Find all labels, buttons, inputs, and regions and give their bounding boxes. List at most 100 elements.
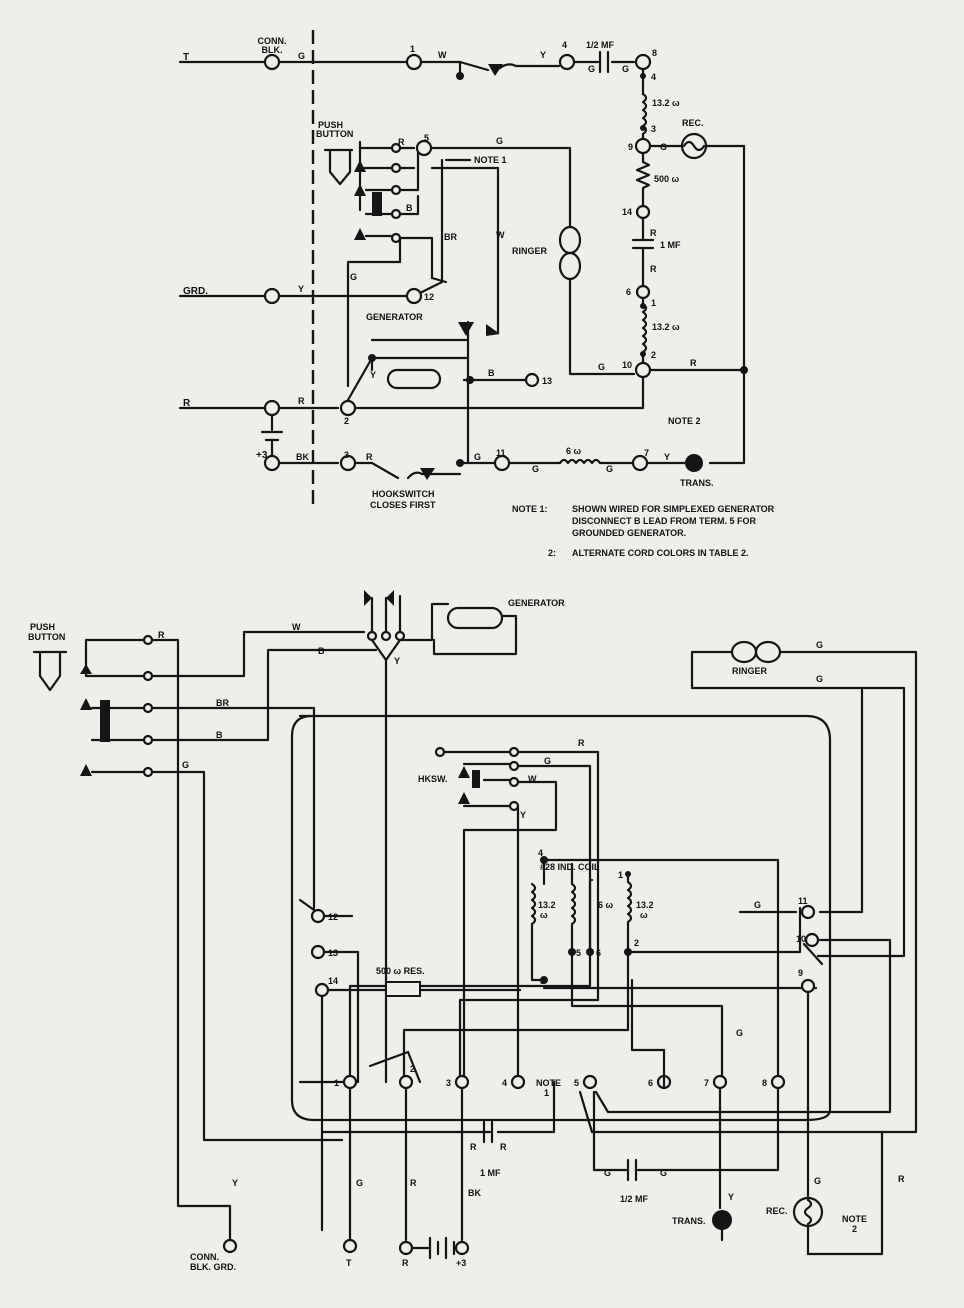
b-coil-pt-3: 3 [540, 976, 545, 986]
terminal-13 [524, 372, 540, 388]
b-terminal-11-label: 11 [798, 896, 808, 906]
wire-color-g-1: G [298, 51, 305, 61]
push-button-triangle-2 [354, 184, 366, 196]
coil-point-3-dot [540, 976, 548, 984]
b-coil-6-label: 6 ω [598, 900, 614, 910]
b-color-r-pb: R [158, 630, 165, 640]
terminal-11-label: 11 [496, 448, 506, 458]
coil-pt-4-label: 4 [651, 72, 656, 82]
note1-line-3: GROUNDED GENERATOR. [572, 528, 686, 538]
wire-color-r-10: R [690, 358, 697, 368]
res-500-label: 500 ω [654, 174, 680, 184]
b-terminal-7-label: 7 [704, 1078, 709, 1088]
wire-pb-b-to-gen [150, 648, 378, 742]
b-note1-label-1: NOTE [536, 1078, 561, 1088]
b-coil-pt-6: 6 [596, 948, 601, 958]
note1-line-1: SHOWN WIRED FOR SIMPLEXED GENERATOR [572, 504, 775, 514]
note1-tag: NOTE 1 [474, 155, 507, 165]
hksw-contact-g [508, 760, 520, 772]
b-color-g-cap-b: G [660, 1168, 667, 1178]
b-color-r-cap-b: R [500, 1142, 507, 1152]
b-terminal-10-label: 10 [796, 934, 806, 944]
bottom-terminal-2 [398, 1074, 414, 1090]
b-terminal-12-label: 12 [328, 912, 338, 922]
bottom-pb-label-1: PUSH [30, 622, 55, 632]
gen-y-wire [370, 638, 402, 1084]
b-terminal-4-label: 4 [502, 1078, 507, 1088]
wire-color-br: BR [444, 232, 457, 242]
resistor-and-cap-wiring [320, 984, 556, 1232]
terminal-3 [339, 454, 357, 472]
wire-color-g-3: G [622, 64, 629, 74]
coil-point-1-dot [625, 871, 631, 877]
hksw-contact-r [508, 746, 520, 758]
bottom-pb-contact-g [142, 766, 154, 778]
bottom-pb-spring-lines [90, 706, 146, 774]
terminal-3-label: 3 [344, 450, 349, 460]
bottom-terminal-9 [800, 978, 816, 994]
b-color-g-rec: G [814, 1176, 821, 1186]
terminal-12-label: 12 [424, 292, 434, 302]
b-terminal-6-label: 6 [648, 1078, 653, 1088]
hksw-triangle-a [458, 766, 470, 778]
wire-color-b: B [406, 203, 413, 213]
b-terminal-14-label: 14 [328, 976, 338, 986]
b-coil-pt-2: 2 [634, 938, 639, 948]
left-terminal-wiring [298, 898, 360, 1084]
w-wire [430, 166, 500, 334]
ind-coil-left [530, 858, 780, 1084]
br-wire [412, 158, 444, 298]
wire-color-y-grd: Y [298, 284, 304, 294]
coil-6ohm [558, 458, 602, 465]
bottom-terminal-14 [314, 982, 330, 998]
conn-blk-grd-terminal [263, 287, 281, 305]
b-coil-13b-1: 13.2 [636, 900, 654, 910]
receiver-return [803, 1130, 884, 1256]
line-r-wire [178, 376, 645, 410]
gen-contact-3 [394, 630, 406, 642]
hksw-label: HKSW. [418, 774, 448, 784]
wire-color-y-7: Y [664, 452, 670, 462]
bottom-transmitter-symbol [712, 1210, 732, 1230]
spring-contact-r [390, 142, 402, 154]
bottom-pb-label-2: BUTTON [28, 632, 65, 642]
spring-contact-lines [364, 188, 394, 238]
b-terminal-13-label: 13 [328, 948, 338, 958]
terminal-10 [634, 361, 652, 379]
terminal-8 [634, 53, 652, 71]
conn-blk-grd-terminal-bottom [222, 1238, 238, 1254]
note2-head: 2: [548, 548, 556, 558]
wire-color-g-2: G [588, 64, 595, 74]
g-wire-to-gen [346, 236, 402, 388]
terminal-11 [493, 454, 511, 472]
b-coil-13a-1: 13.2 [538, 900, 556, 910]
coil-point-1 [640, 303, 646, 309]
hookswitch-contact-triangle [420, 468, 435, 480]
top-schematic: CONN. BLK. T GRD. R +3 G Y R BK W Y G G … [178, 30, 748, 510]
b-coil-pt-4: 4 [538, 848, 543, 858]
coil-a-label: 13.2 ω [652, 98, 680, 108]
bottom-pb-contact-br [142, 702, 154, 714]
right-terminal-wiring [542, 688, 892, 1114]
hksw-contact-w [508, 776, 520, 788]
bottom-t-terminal [342, 1238, 358, 1254]
wire-color-g-gen: G [350, 272, 357, 282]
trans-label: TRANS. [680, 478, 714, 488]
generator-triangle-b [486, 324, 500, 336]
terminal-14-label: 14 [622, 207, 632, 217]
bottom-terminal-10 [804, 932, 820, 948]
receiver-return-wire [704, 144, 746, 465]
bottom-ringer-coil-a [730, 640, 758, 664]
bottom-terminal-11 [800, 904, 816, 920]
terminal-1 [405, 53, 423, 71]
wire-color-r-cap-2: R [650, 264, 657, 274]
bottom-pb-triangle [80, 664, 92, 674]
coil-b-label: 13.2 ω [652, 322, 680, 332]
bottom-ringer-label: RINGER [732, 666, 768, 676]
bottom-generator-symbol [446, 606, 504, 630]
conn-blk-t-terminal [263, 53, 281, 71]
coil-pt-2-label: 2 [651, 350, 656, 360]
rec-label: REC. [682, 118, 704, 128]
notes-block: NOTE 1: SHOWN WIRED FOR SIMPLEXED GENERA… [512, 504, 775, 558]
b-color-r-right: R [898, 1174, 905, 1184]
